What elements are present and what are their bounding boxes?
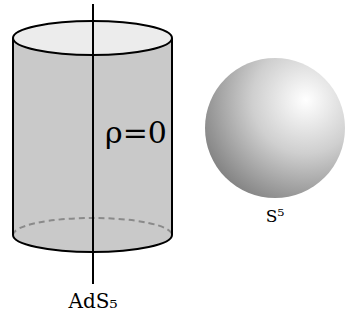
axis-line — [92, 4, 94, 284]
space-label: AdS₅ — [69, 291, 118, 311]
sphere — [205, 58, 345, 198]
ads-cylinder: ρ=0AdS₅ — [0, 0, 190, 322]
shape-outline — [0, 0, 190, 322]
sphere-shape: S⁵ — [195, 40, 353, 240]
space-label: S⁵ — [266, 208, 284, 225]
axis-label: ρ=0 — [105, 118, 167, 148]
cylinder-side — [12, 38, 14, 235]
cylinder-side — [171, 38, 173, 235]
